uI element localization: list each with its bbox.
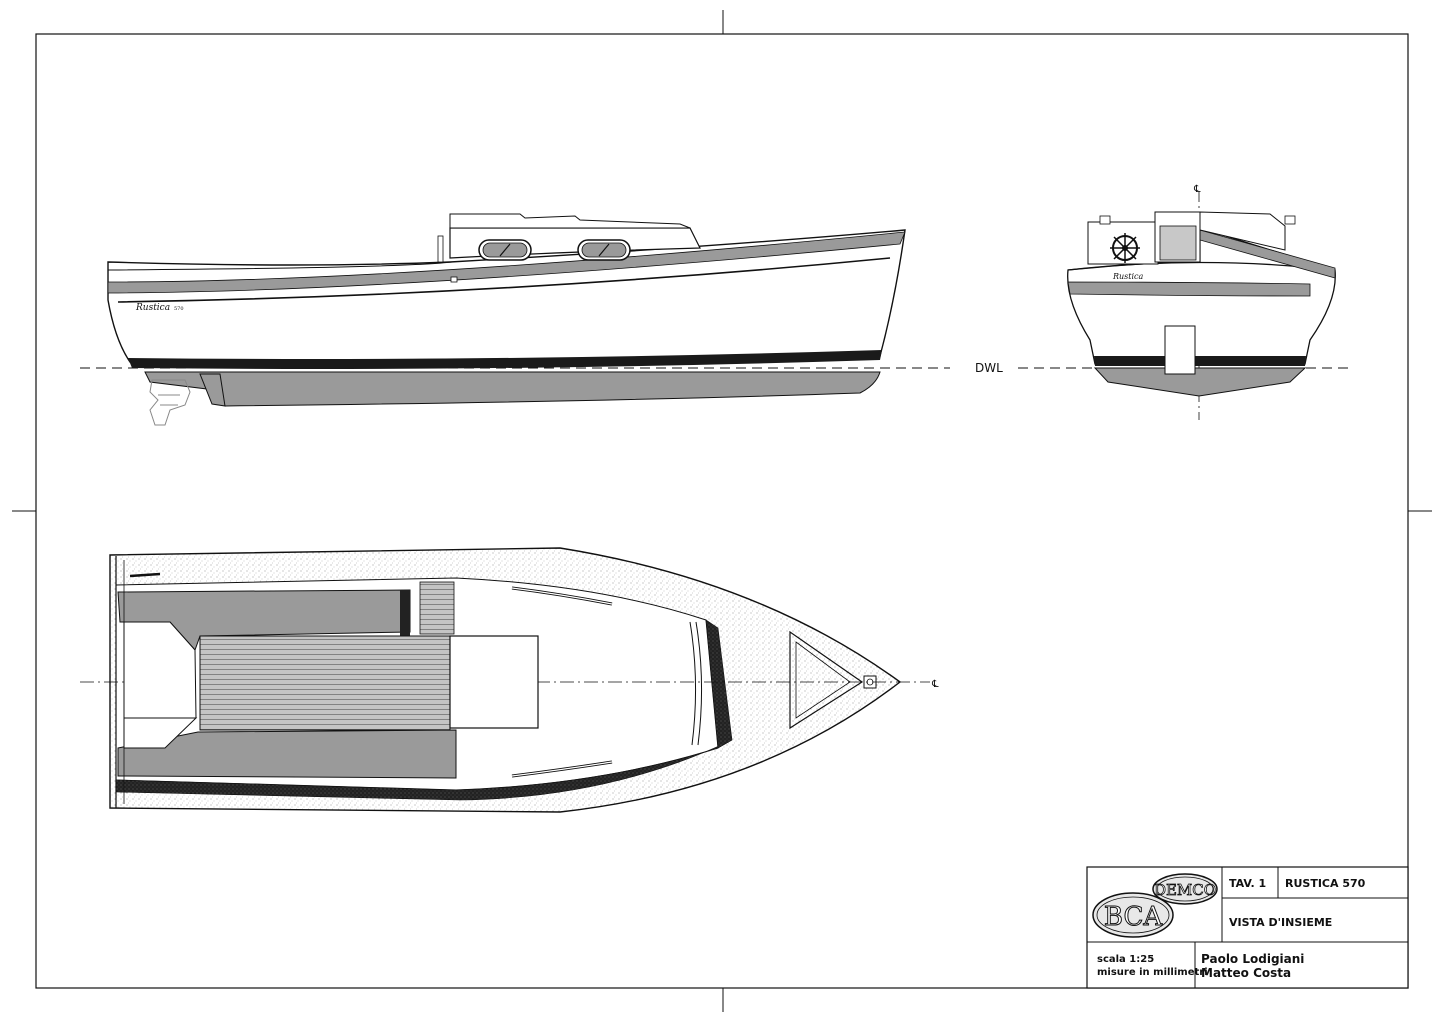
front-view: ℄ Rustica xyxy=(1067,184,1336,420)
logo-secondary-text: DEMCO xyxy=(1154,881,1216,899)
steering-wheel xyxy=(1110,233,1140,263)
porthole-aft xyxy=(478,239,532,261)
side-profile-view: DWL Rustica 570 xyxy=(80,213,1350,426)
rubbing-strake xyxy=(107,231,906,294)
title-block: BCA DEMCO xyxy=(1086,866,1409,989)
drawing-title: VISTA D'INSIEME xyxy=(1229,916,1333,929)
hull-name-script: Rustica xyxy=(135,303,170,313)
engine-box xyxy=(449,635,539,729)
drawing-frame xyxy=(12,10,1432,1012)
boot-stripe xyxy=(128,350,882,369)
hull-bottom-antifouling xyxy=(144,371,881,407)
plan-view: ℄ xyxy=(80,547,939,813)
scale-label: scala 1:25 xyxy=(1097,954,1155,965)
outboard-motor xyxy=(149,379,191,426)
hull-name-number: 570 xyxy=(174,306,184,312)
front-hull-name: Rustica xyxy=(1112,272,1144,281)
project-name: RUSTICA 570 xyxy=(1285,877,1366,890)
logo-primary-text: BCA xyxy=(1104,902,1163,932)
teak-floor xyxy=(199,635,451,731)
dwl-label: DWL xyxy=(975,361,1003,375)
author-1: Paolo Lodigiani xyxy=(1201,952,1305,966)
plan-centerline-symbol: ℄ xyxy=(931,679,939,690)
units-label: misure in millimetri xyxy=(1097,967,1208,978)
aft-seat-stbd xyxy=(117,729,457,779)
sheet-number: TAV. 1 xyxy=(1229,877,1267,890)
front-centerline-symbol: ℄ xyxy=(1193,184,1201,195)
author-2: Matteo Costa xyxy=(1201,966,1292,980)
front-hull xyxy=(1067,261,1336,365)
bca-demco-logo: BCA DEMCO xyxy=(1092,873,1218,938)
porthole-fwd xyxy=(577,239,631,261)
